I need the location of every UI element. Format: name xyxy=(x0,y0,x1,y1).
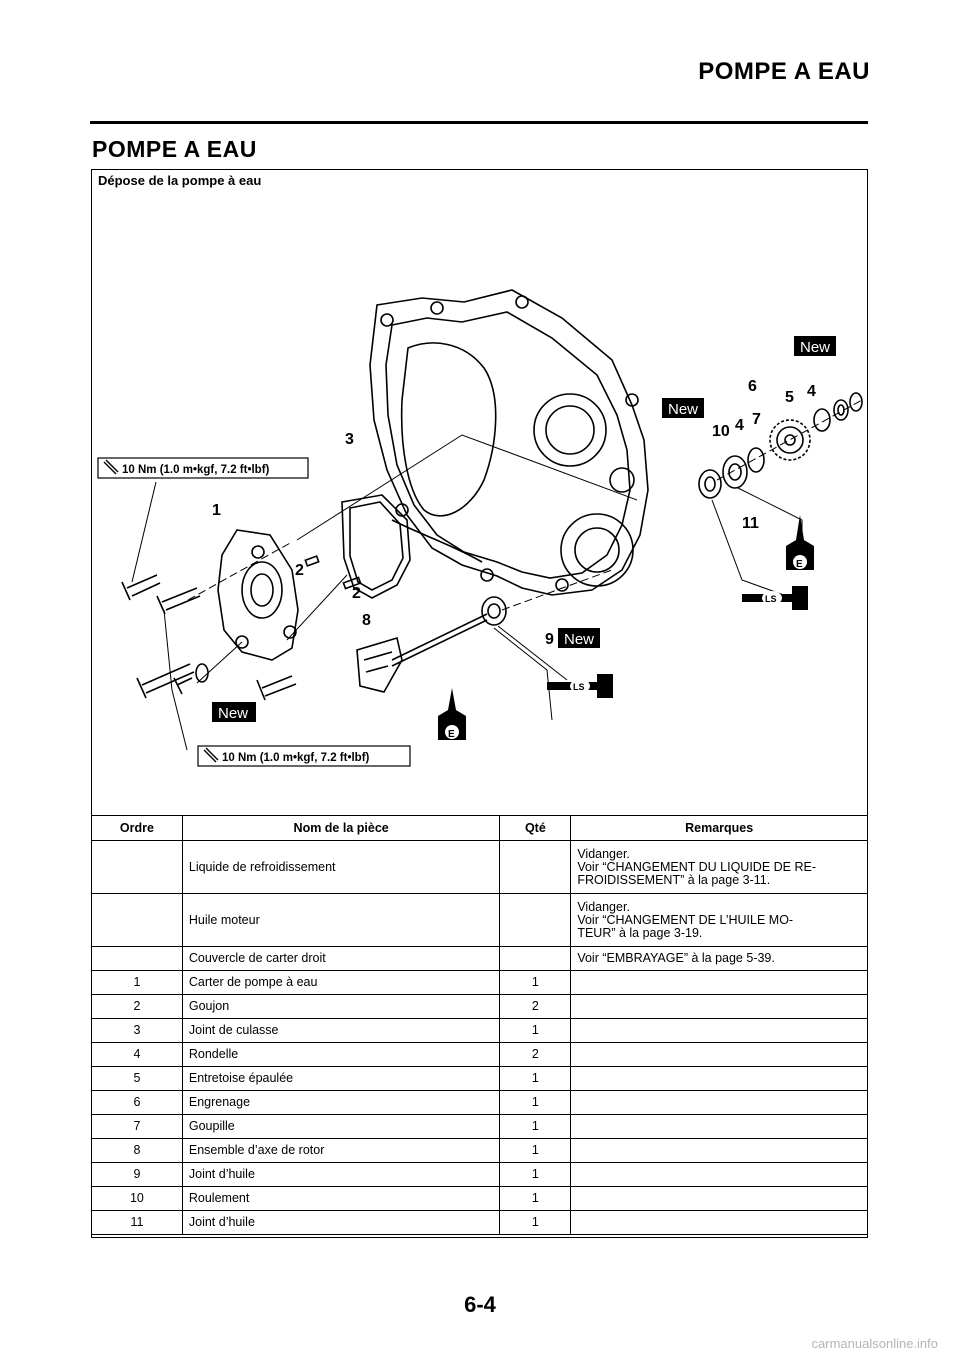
table-row: Liquide de refroidissement Vidanger. Voi… xyxy=(91,840,868,894)
content-frame xyxy=(91,169,868,1238)
page-number: 6-4 xyxy=(464,1292,496,1317)
gasket xyxy=(341,494,411,599)
table-row: 8 Ensemble d’axe de rotor 1 xyxy=(91,1138,868,1163)
callout-3: 3 xyxy=(345,431,354,448)
table-row: Huile moteur Vidanger. Voir “CHANGEMENT … xyxy=(91,893,868,947)
callout-9: 9 xyxy=(545,631,554,648)
svg-text:LS: LS xyxy=(765,594,777,604)
callout-4b: 4 xyxy=(807,383,816,400)
table-row: 7 Goupille 1 xyxy=(91,1114,868,1139)
table-row: 10 Roulement 1 xyxy=(91,1186,868,1211)
callout-7: 7 xyxy=(752,411,761,428)
callout-6: 6 xyxy=(748,378,757,395)
svg-text:LS: LS xyxy=(573,682,585,692)
table-row: 2 Goujon 2 xyxy=(91,994,868,1019)
table-header-row: Ordre Nom de la pièce Qté Remarques xyxy=(91,815,868,841)
svg-text:New: New xyxy=(800,339,830,356)
table-row: 5 Entretoise épaulée 1 xyxy=(91,1066,868,1091)
header-rule xyxy=(90,121,868,124)
engine-oil-icon: E xyxy=(786,515,814,570)
col-header-order: Ordre xyxy=(91,815,183,841)
torque-label-bottom: 10 Nm (1.0 m•kgf, 7.2 ft•lbf) xyxy=(197,745,411,767)
exploded-view-diagram: 10 Nm (1.0 m•kgf, 7.2 ft•lbf) 10 Nm (1.0… xyxy=(97,289,863,767)
callout-2b: 2 xyxy=(352,585,361,602)
table-row: 4 Rondelle 2 xyxy=(91,1042,868,1067)
engine-oil-icon: E xyxy=(438,688,466,740)
water-pump-housing xyxy=(217,529,299,661)
lithium-grease-icon: LS xyxy=(547,674,613,698)
lithium-grease-icon: LS xyxy=(742,586,808,610)
new-badge-washer: New xyxy=(212,702,256,722)
table-row: Couvercle de carter droit Voir “EMBRAYAG… xyxy=(91,946,868,971)
callout-5: 5 xyxy=(785,389,794,406)
col-header-remarks: Remarques xyxy=(570,815,868,841)
table-row: 11 Joint d’huile 1 xyxy=(91,1210,868,1235)
section-title: POMPE A EAU xyxy=(92,136,257,162)
header-title: POMPE A EAU xyxy=(698,58,870,85)
callout-10: 10 xyxy=(712,423,730,440)
col-header-name: Nom de la pièce xyxy=(181,815,501,841)
new-badge-top-right: New xyxy=(794,336,836,356)
watermark: carmanualsonline.info xyxy=(811,1336,938,1351)
table-row: 6 Engrenage 1 xyxy=(91,1090,868,1115)
callout-1: 1 xyxy=(212,502,221,519)
torque-spec-bottom: 10 Nm (1.0 m•kgf, 7.2 ft•lbf) xyxy=(222,752,370,764)
new-badge-oil-seal: New xyxy=(558,628,600,648)
crankcase-cover xyxy=(369,289,649,596)
svg-text:New: New xyxy=(218,705,248,722)
new-badge-bearing: New xyxy=(662,398,704,418)
table-row: 1 Carter de pompe à eau 1 xyxy=(91,970,868,995)
callout-2a: 2 xyxy=(295,562,304,579)
procedure-subtitle: Dépose de la pompe à eau xyxy=(98,173,262,188)
table-row: 3 Joint de culasse 1 xyxy=(91,1018,868,1043)
impeller-shaft xyxy=(391,613,488,667)
callout-11: 11 xyxy=(742,515,759,532)
torque-spec-top: 10 Nm (1.0 m•kgf, 7.2 ft•lbf) xyxy=(122,464,270,476)
parts-table: Ordre Nom de la pièce Qté Remarques Liqu… xyxy=(91,815,868,1235)
svg-text:New: New xyxy=(668,401,698,418)
torque-label-top: 10 Nm (1.0 m•kgf, 7.2 ft•lbf) xyxy=(97,457,309,479)
table-row: 9 Joint d’huile 1 xyxy=(91,1162,868,1187)
callout-4a: 4 xyxy=(735,417,744,434)
svg-text:New: New xyxy=(564,631,594,648)
drive-gear xyxy=(769,419,811,461)
svg-text:E: E xyxy=(448,729,455,740)
callout-8: 8 xyxy=(362,612,371,629)
col-header-qty: Qté xyxy=(499,815,572,841)
svg-text:E: E xyxy=(796,559,803,570)
